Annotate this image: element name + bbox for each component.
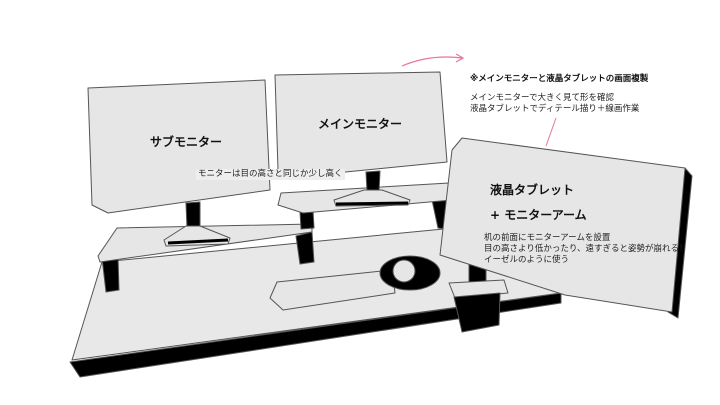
mirror-note-body: メインモニターで大きく見て形を確認 液晶タブレットでディテール描り＋線画作業 [470,93,639,115]
tablet-pointer-line [545,117,557,147]
tablet-notes: 机の前面にモニターアームを設置 目の高さより低かったり、遠すぎると姿勢が崩れる！… [484,233,688,266]
tablet-title-2: + モニターアーム [490,208,587,222]
tablet-note-line: 机の前面にモニターアームを設置 [484,233,611,243]
desk-edge [69,292,562,378]
left-shelf-leg [295,231,315,265]
mirror-note-line: メインモニターで大きく見て形を確認 [470,93,614,103]
mirror-arrow [401,56,463,67]
mirror-note-title: ※メインモニターと液晶タブレットの画面複製 [470,74,649,84]
monitor-arm-clamp-base [453,292,501,333]
main-monitor [274,71,448,179]
main-monitor-neck [365,170,381,193]
tablet [439,137,686,313]
main-monitor-label: メインモニター [318,117,403,131]
tablet-note-line: 目の高さより低かったり、遠すぎると姿勢が崩れる！ [484,244,688,254]
mirror-arrow-head [455,53,465,63]
tablet-title-1: 液晶タブレット [490,183,575,197]
mirror-note-line: 液晶タブレットでディテール描り＋線画作業 [470,104,640,114]
sub-monitor-label: サブモニター [150,135,223,149]
keyboard [269,269,396,311]
tablet-note-line: イーゼルのように使う [484,255,570,265]
mouse [392,259,416,283]
sub-monitor-neck [185,201,201,230]
monitor-height-note: モニターは目の高さと同じか少し高く [196,169,345,180]
